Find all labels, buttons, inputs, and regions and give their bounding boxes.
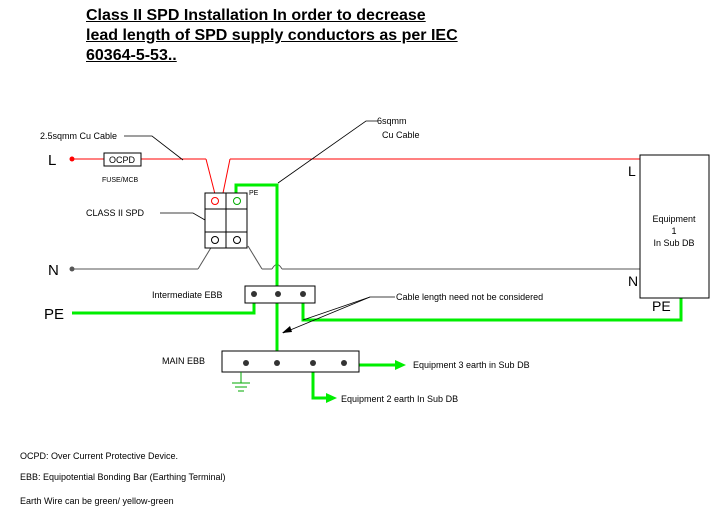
title-line-3: 60364-5-53.. xyxy=(86,47,177,64)
fuse-mcb-label: FUSE/MCB xyxy=(102,177,139,184)
l-label: L xyxy=(48,152,56,169)
neutral-wire xyxy=(72,245,640,270)
equipment-n-label: N xyxy=(628,273,638,289)
main-ebb-terminals xyxy=(243,360,347,366)
spd-live-terminal xyxy=(211,197,219,205)
main-ebb-label: MAIN EBB xyxy=(162,356,205,366)
ground-icon xyxy=(232,372,250,392)
title-line-1: Class II SPD Installation In order to de… xyxy=(86,7,426,24)
spd-pe-terminal xyxy=(233,197,241,205)
cable-length-note: Cable length need not be considered xyxy=(396,292,543,302)
cable-25-label: 2.5sqmm Cu Cable xyxy=(40,131,117,141)
equipment-label-3: In Sub DB xyxy=(653,238,694,248)
neutral-terminal xyxy=(69,266,75,272)
main-ebb-bar xyxy=(221,350,360,373)
cable-6-label-1: 6sqmm xyxy=(377,116,407,126)
equipment3-label: Equipment 3 earth in Sub DB xyxy=(413,360,530,370)
note-earth-wire: Earth Wire can be green/ yellow-green xyxy=(20,496,174,506)
equipment-box xyxy=(639,154,710,299)
arrow-equipment2-icon xyxy=(326,393,337,403)
live-wire xyxy=(72,158,640,199)
cable-6-label-2: Cu Cable xyxy=(382,130,420,140)
arrow-equipment3-icon xyxy=(395,360,406,370)
spd-pe-label: PE xyxy=(249,190,259,197)
ocpd-box-label: OCPD xyxy=(109,155,136,165)
equipment-l-label: L xyxy=(628,163,636,179)
leader-lines xyxy=(124,120,395,334)
note-ocpd: OCPD: Over Current Protective Device. xyxy=(20,451,179,461)
class-spd-label: CLASS II SPD xyxy=(86,208,145,218)
live-terminal xyxy=(69,156,75,162)
intermediate-ebb-label: Intermediate EBB xyxy=(152,290,223,300)
ocpd-box xyxy=(103,152,142,167)
pe-label: PE xyxy=(44,306,64,323)
equipment-label-2: 1 xyxy=(671,226,676,236)
equipment-pe-label: PE xyxy=(652,298,671,314)
leader-arrow-1-icon xyxy=(282,326,292,333)
n-label: N xyxy=(48,262,59,279)
spd-n-terminal xyxy=(211,236,219,244)
note-ebb: EBB: Equipotential Bonding Bar (Earthing… xyxy=(20,472,226,482)
page-title: Class II SPD Installation In order to de… xyxy=(86,6,526,66)
intermediate-ebb-terminals xyxy=(251,291,306,297)
equipment-label-1: Equipment xyxy=(652,214,696,224)
equipment2-label: Equipment 2 earth In Sub DB xyxy=(341,394,458,404)
spd-n2-terminal xyxy=(233,236,241,244)
title-line-2: lead length of SPD supply conductors as … xyxy=(86,27,458,44)
